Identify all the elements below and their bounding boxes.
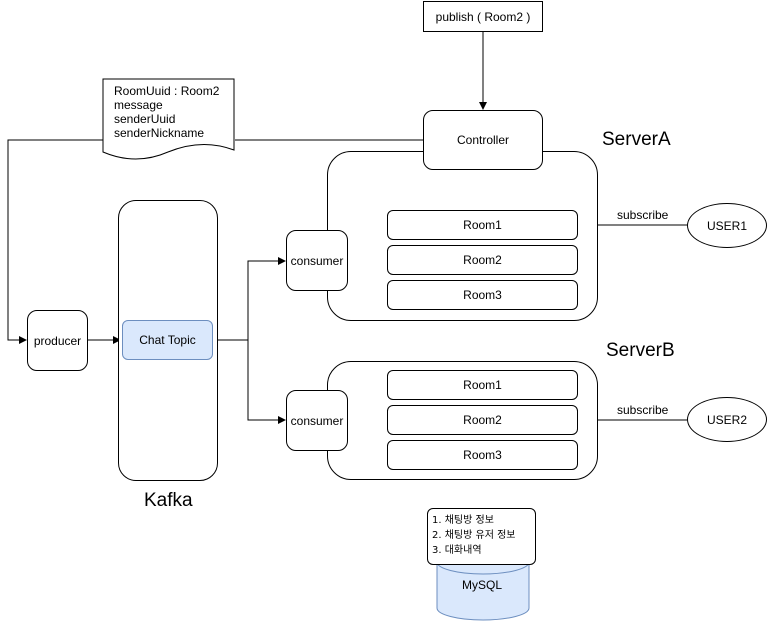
arrow-topic-to-consumer-b xyxy=(247,340,286,424)
server-b-room3[interactable]: Room3 xyxy=(387,440,578,470)
server-b-subscribe-label: subscribe xyxy=(617,403,669,417)
publish-box[interactable]: publish ( Room2 ) xyxy=(423,1,543,32)
user1-node[interactable]: USER1 xyxy=(687,203,767,248)
arrow-document-to-producer xyxy=(7,139,103,344)
server-a-title: ServerA xyxy=(602,129,671,150)
doc-line-sendernickname: senderNickname xyxy=(114,126,205,140)
mysql-note-1: 1. 채팅방 정보 xyxy=(432,515,494,526)
producer-box[interactable]: producer xyxy=(27,310,88,371)
server-b-title: ServerB xyxy=(606,340,675,361)
server-a-subscribe-label: subscribe xyxy=(617,208,669,222)
mysql-notes-box: 1. 채팅방 정보 2. 채팅방 유저 정보 3. 대화내역 xyxy=(427,508,536,565)
message-document: RoomUuid : Room2 message senderUuid send… xyxy=(114,84,219,140)
user2-node[interactable]: USER2 xyxy=(687,397,767,442)
server-a-consumer[interactable]: consumer xyxy=(286,230,348,291)
server-a-room3[interactable]: Room3 xyxy=(387,280,578,310)
message-document-shape xyxy=(102,78,235,160)
kafka-title: Kafka xyxy=(144,490,193,511)
doc-line-message: message xyxy=(114,98,163,112)
arrow-topic-to-consumer-a xyxy=(213,257,286,341)
chat-topic-box[interactable]: Chat Topic xyxy=(122,320,213,360)
mysql-label: MySQL xyxy=(462,578,503,592)
doc-line-senderuuid: senderUuid xyxy=(114,112,176,126)
doc-line-roomuuid: RoomUuid : Room2 xyxy=(114,84,220,98)
server-a-room2[interactable]: Room2 xyxy=(387,245,578,275)
server-a-room1[interactable]: Room1 xyxy=(387,210,578,240)
server-b-consumer[interactable]: consumer xyxy=(286,390,348,451)
mysql-note-3: 3. 대화내역 xyxy=(432,545,482,556)
mysql-note-2: 2. 채팅방 유저 정보 xyxy=(432,530,516,541)
server-b-room1[interactable]: Room1 xyxy=(387,370,578,400)
server-b-room2[interactable]: Room2 xyxy=(387,405,578,435)
controller-box[interactable]: Controller xyxy=(423,110,543,170)
